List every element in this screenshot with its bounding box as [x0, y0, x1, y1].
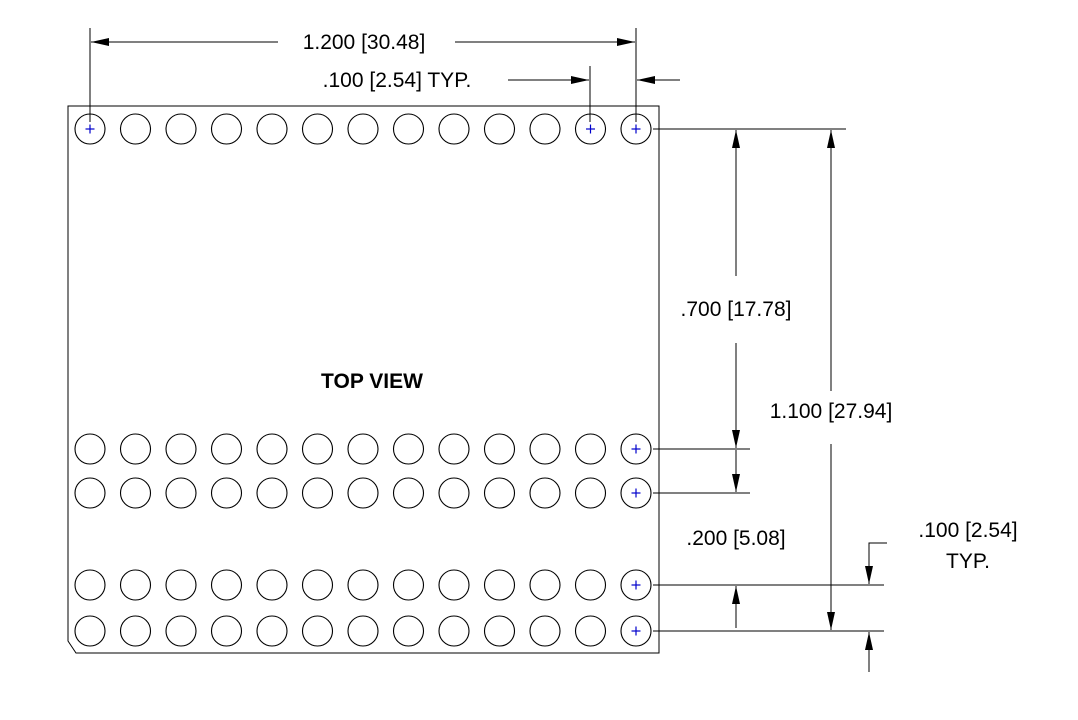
arrowhead — [571, 76, 589, 84]
pin — [301, 113, 334, 145]
pin — [74, 433, 106, 465]
arrowhead — [91, 38, 109, 46]
row-gap-lower-dimension: .200 [5.08] — [686, 450, 786, 628]
pin — [438, 615, 470, 647]
pin — [256, 433, 288, 465]
pin — [256, 477, 288, 509]
pin — [301, 433, 334, 465]
pin — [347, 569, 379, 601]
pin — [74, 477, 106, 509]
pitch-top-label: .100 [2.54] TYP. — [323, 69, 472, 92]
overall-width-label: 1.200 [30.48] — [303, 31, 426, 54]
pin — [210, 113, 243, 145]
pin — [438, 569, 470, 601]
pin — [256, 113, 288, 145]
pin — [529, 615, 561, 647]
pin — [574, 477, 607, 509]
pin — [392, 113, 425, 145]
overall-width-dimension: 1.200 [30.48] — [89, 28, 637, 122]
pin — [119, 477, 152, 509]
pin — [301, 477, 334, 509]
pin — [483, 433, 516, 465]
pin — [529, 113, 561, 145]
pin-field — [74, 113, 652, 647]
pin — [119, 569, 152, 601]
pin — [301, 615, 334, 647]
pitch-right-dimension: .100 [2.54] TYP. — [865, 519, 1018, 672]
pin — [574, 569, 607, 601]
pitch-right-label-line2: TYP. — [946, 550, 990, 573]
pin — [529, 477, 561, 509]
pin — [165, 569, 197, 601]
pin — [165, 615, 197, 647]
pin — [438, 477, 470, 509]
package-outline — [67, 105, 660, 654]
pin — [483, 477, 516, 509]
pitch-right-label-line1: .100 [2.54] — [918, 519, 1017, 542]
pitch-top-dimension: .100 [2.54] TYP. — [323, 66, 680, 122]
row-gap-upper-label: .700 [17.78] — [681, 298, 792, 321]
overall-height-label: 1.100 [27.94] — [770, 400, 893, 423]
arrowhead — [637, 76, 655, 84]
pin — [483, 113, 516, 145]
pin — [529, 569, 561, 601]
pin — [210, 477, 243, 509]
pin — [392, 615, 425, 647]
pin — [392, 477, 425, 509]
pin — [119, 113, 152, 145]
pin — [210, 433, 243, 465]
pin — [74, 615, 106, 647]
right-extension-lines — [653, 128, 884, 632]
pin — [74, 569, 106, 601]
pin — [574, 615, 607, 647]
pin — [165, 433, 197, 465]
pin — [529, 433, 561, 465]
pin — [347, 113, 379, 145]
pin — [483, 569, 516, 601]
overall-height-dimension: 1.100 [27.94] — [770, 130, 893, 630]
pin — [438, 433, 470, 465]
pin — [392, 569, 425, 601]
pin — [301, 569, 334, 601]
pin — [347, 433, 379, 465]
row-gap-lower-label: .200 [5.08] — [686, 527, 785, 550]
view-title: TOP VIEW — [321, 370, 423, 393]
pin — [347, 477, 379, 509]
pin — [392, 433, 425, 465]
pin — [165, 113, 197, 145]
pin — [438, 113, 470, 145]
row-gap-upper-dimension: .700 [17.78] — [681, 130, 792, 448]
pin — [574, 433, 607, 465]
pin — [119, 615, 152, 647]
pin — [119, 433, 152, 465]
pin — [210, 569, 243, 601]
pin — [256, 615, 288, 647]
pin — [347, 615, 379, 647]
arrowhead — [617, 38, 635, 46]
pin — [210, 615, 243, 647]
pin — [165, 477, 197, 509]
pin — [483, 615, 516, 647]
pin — [256, 569, 288, 601]
